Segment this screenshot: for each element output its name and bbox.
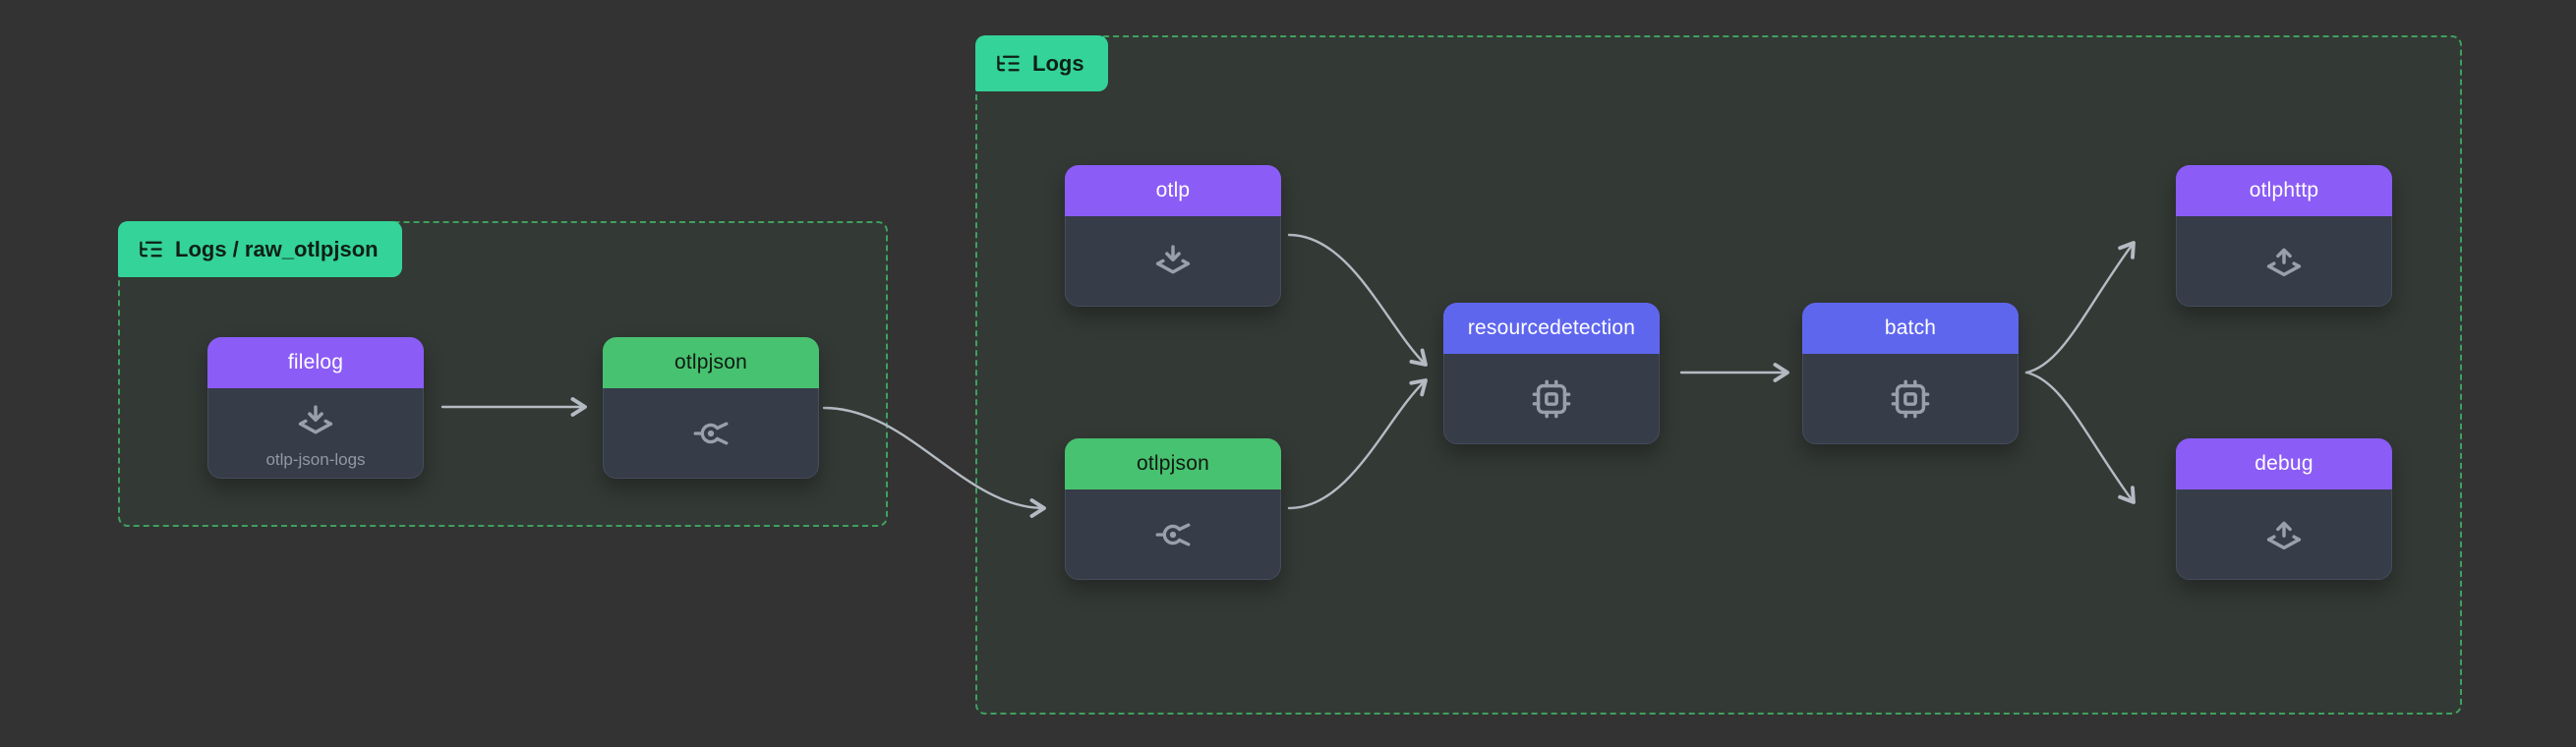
exporter-icon (2266, 521, 2302, 550)
node-filelog-header: filelog (207, 337, 424, 388)
group-tab-label: Logs / raw_otlpjson (175, 236, 379, 261)
edge-batch-otlphttp (2024, 241, 2136, 374)
node-batch[interactable]: batch (1802, 303, 2019, 444)
node-otlp-header: otlp (1065, 165, 1281, 216)
node-otlpjson[interactable]: otlpjson (1065, 438, 1281, 580)
node-debug-header: debug (2176, 438, 2392, 489)
node-otlp[interactable]: otlp (1065, 165, 1281, 307)
cpu-icon (1891, 379, 1930, 419)
node-filelog-subtitle: otlp-json-logs (265, 450, 366, 469)
connector-icon (693, 422, 729, 445)
node-otlpjson-raw[interactable]: otlpjson (603, 337, 819, 479)
cpu-icon (1532, 379, 1571, 419)
edge-otlp-resourcedetection (1287, 233, 1428, 367)
node-otlphttp[interactable]: otlphttp (2176, 165, 2392, 307)
connector-icon (1155, 523, 1191, 546)
group-tab-logs-raw-otlpjson[interactable]: Logs / raw_otlpjson (118, 221, 402, 277)
list-tree-icon (997, 55, 1020, 72)
receiver-icon (1155, 245, 1191, 274)
node-resourcedetection[interactable]: resourcedetection (1443, 303, 1660, 444)
group-tab-logs[interactable]: Logs (975, 35, 1108, 91)
node-batch-header: batch (1802, 303, 2019, 354)
node-otlphttp-header: otlphttp (2176, 165, 2392, 216)
group-tab-label: Logs (1032, 50, 1084, 76)
exporter-icon (2266, 248, 2302, 277)
edge-otlpjson-resourcedetection (1287, 378, 1428, 510)
node-otlpjson-raw-header: otlpjson (603, 337, 819, 388)
receiver-icon (298, 405, 333, 434)
node-filelog[interactable]: filelog otlp-json-logs (207, 337, 424, 479)
list-tree-icon (140, 241, 162, 258)
edge-otlpjson-otlpjson (822, 406, 1046, 518)
node-debug[interactable]: debug (2176, 438, 2392, 580)
edge-batch-debug (2024, 371, 2136, 504)
pipeline-group-logs: Logs (975, 35, 2462, 715)
node-otlpjson-header: otlpjson (1065, 438, 1281, 489)
node-resourcedetection-header: resourcedetection (1443, 303, 1660, 354)
